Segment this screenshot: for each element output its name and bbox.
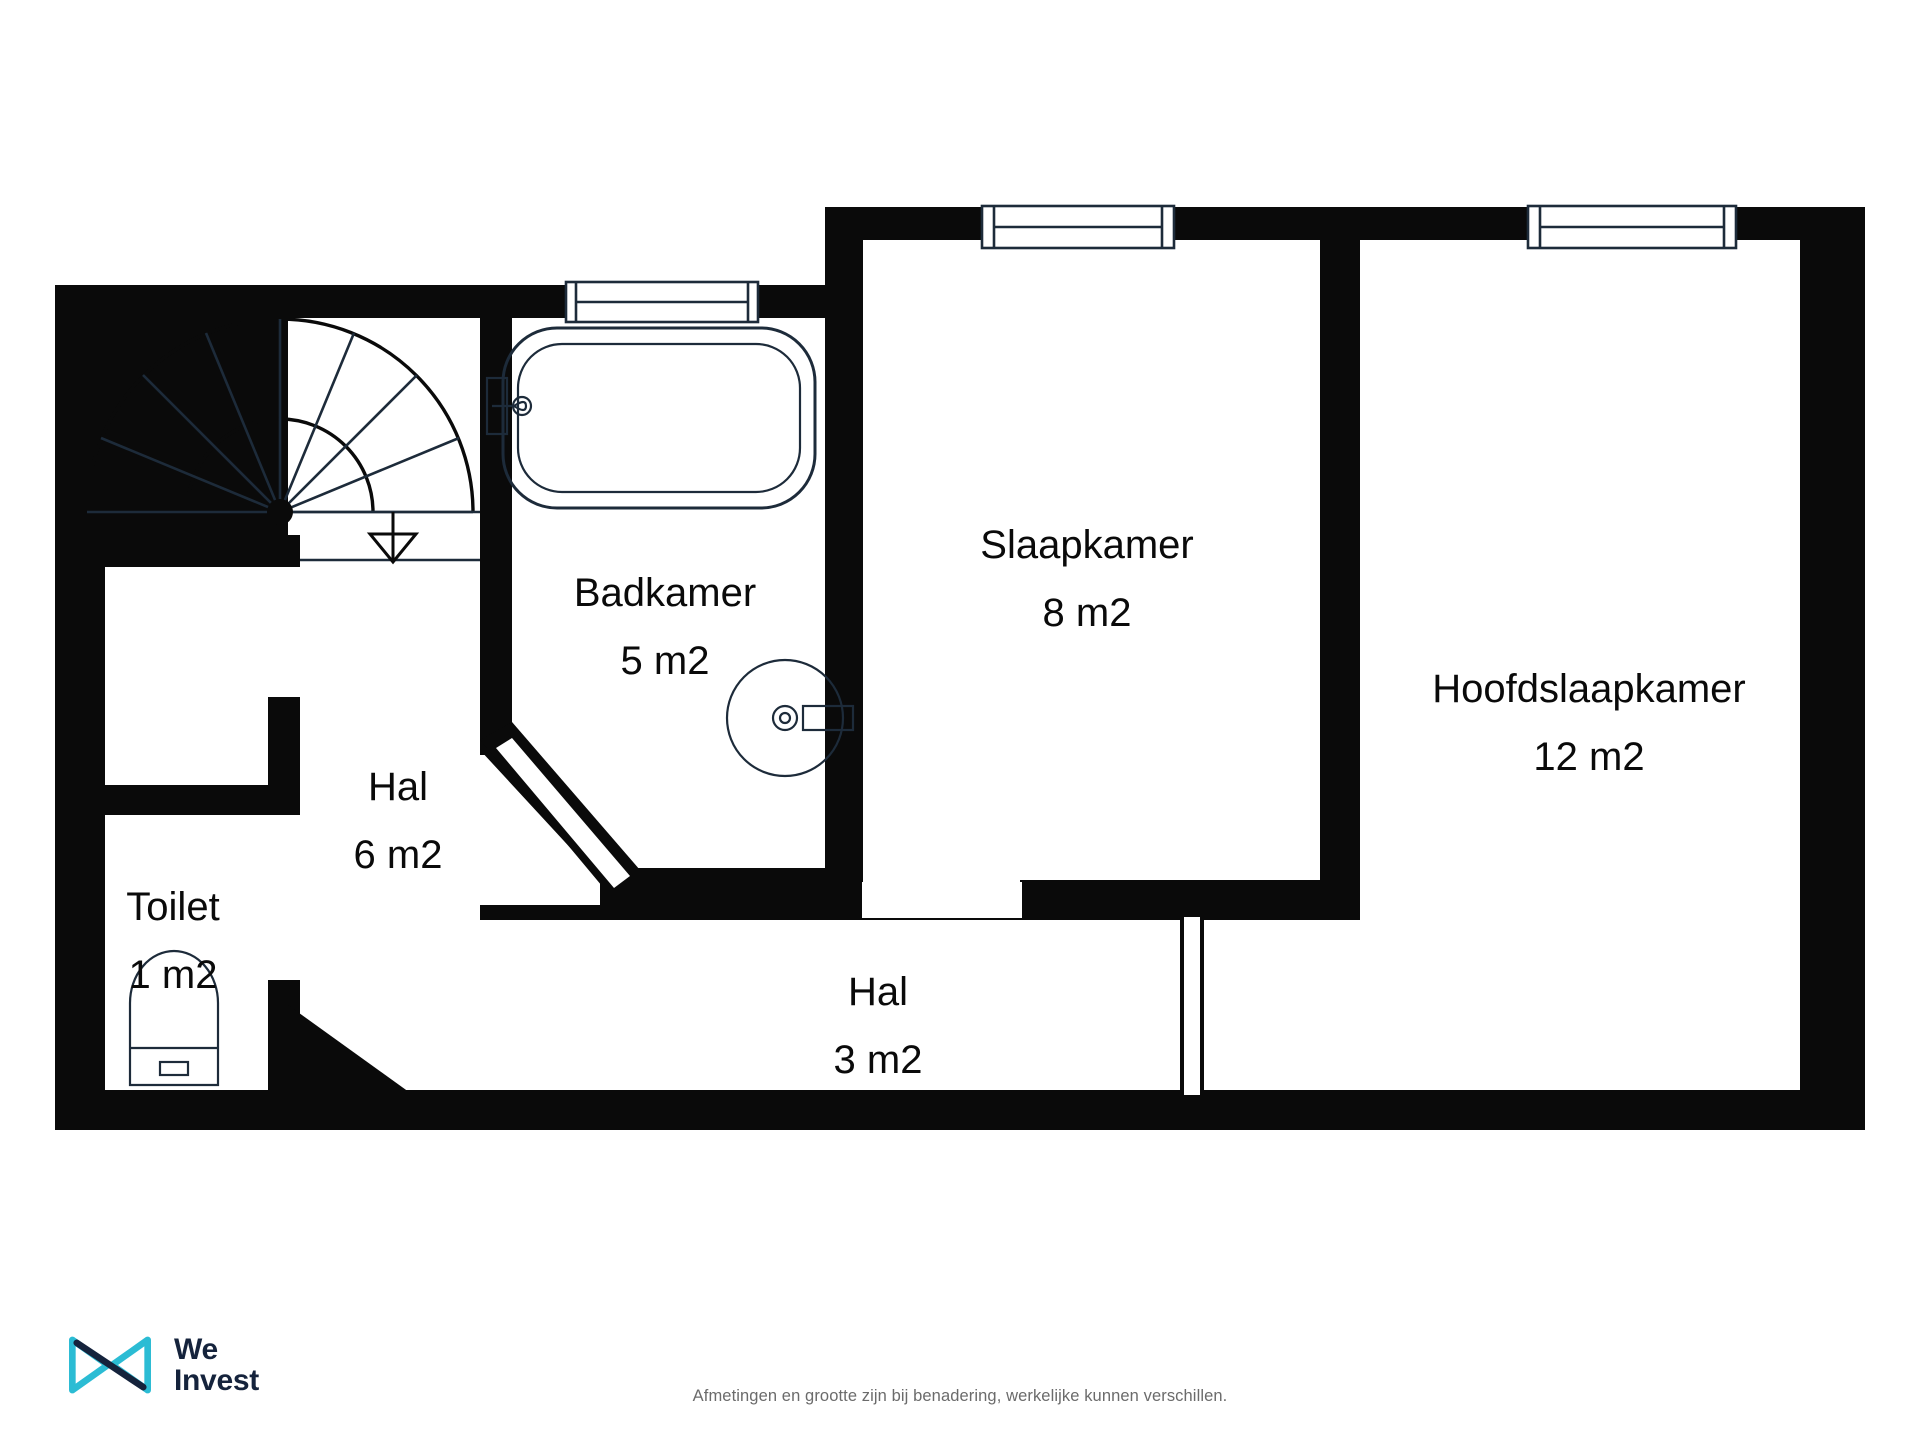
room-area-hal-upper: 6 m2: [354, 833, 443, 877]
room-toilet-interior: [82, 800, 268, 1090]
we-invest-mark-icon: [69, 1336, 151, 1394]
walls-layer: [55, 207, 1865, 1130]
partition-slaapkamer-hoofd: [1320, 207, 1360, 920]
room-name-hal-upper: Hal: [368, 765, 428, 809]
staircase-winder: [85, 317, 480, 565]
room-labels-layer: Toilet 1 m2 Hal 6 m2 Badkamer 5 m2 Slaap…: [126, 523, 1745, 1082]
washbasin-faucet: [801, 704, 855, 732]
fixture-washbasin: [725, 658, 855, 778]
stair-newel-post: [267, 499, 293, 525]
brand-logo: We Invest: [62, 1328, 259, 1402]
room-hal-lower-interior-2: [288, 920, 1838, 1100]
toilet-flush-button: [158, 1060, 190, 1077]
room-label-hal-lower: Hal 3 m2: [834, 970, 923, 1082]
room-label-hoofdslaapkamer: Hoofdslaapkamer 12 m2: [1432, 667, 1746, 779]
room-area-hal-lower: 3 m2: [834, 1038, 923, 1082]
toilet-bowl-outline: [128, 949, 220, 1087]
room-name-slaapkamer: Slaapkamer: [980, 523, 1193, 567]
partition-storage-toilet: [82, 785, 300, 815]
window-badkamer: [564, 280, 760, 324]
wall-right-exterior: [1800, 207, 1865, 1130]
washbasin-drain-outer: [771, 704, 799, 732]
washbasin-drain-inner: [778, 711, 792, 725]
partition-badkamer-bottom: [600, 868, 862, 900]
window-hoofdslaapkamer: [1526, 204, 1738, 250]
door-opening-slaapkamer: [862, 882, 1022, 918]
room-name-hal-lower: Hal: [848, 970, 908, 1014]
room-interiors: [82, 240, 1838, 1100]
fixture-toilet-bowl: [128, 949, 220, 1087]
mark-cross-stroke: [73, 1339, 147, 1391]
room-name-badkamer: Badkamer: [574, 571, 756, 615]
room-name-toilet: Toilet: [126, 885, 219, 929]
wall-left-exterior: [55, 285, 105, 1127]
brand-line-invest: Invest: [174, 1364, 259, 1397]
window-slaapkamer: [980, 204, 1176, 250]
bathtub-outline: [501, 326, 817, 510]
wall-chamfer-lower-left: [288, 1005, 420, 1100]
brand-wordmark: We Invest: [174, 1332, 259, 1397]
bathtub-inner-rim: [516, 342, 802, 494]
washbasin-bowl: [725, 658, 845, 778]
partition-badkamer-slaapkamer: [825, 207, 863, 900]
door-openings: [268, 567, 1200, 1095]
partition-hal-badkamer: [480, 285, 512, 755]
stair-direction-arrow-down: [366, 512, 420, 565]
room-area-slaapkamer: 8 m2: [1043, 591, 1132, 635]
room-name-hoofdslaapkamer: Hoofdslaapkamer: [1432, 667, 1746, 711]
brand-line-we: We: [174, 1332, 218, 1366]
room-area-hoofdslaapkamer: 12 m2: [1533, 735, 1644, 779]
room-storage-interior: [82, 535, 268, 785]
room-label-badkamer: Badkamer 5 m2: [574, 571, 756, 683]
room-badkamer-interior: [492, 318, 825, 880]
door-opening-storage: [268, 567, 300, 697]
windows-layer: [564, 204, 1738, 324]
door-opening-badkamer-diagonal: [496, 738, 630, 888]
room-hal-upper-interior-2: [288, 318, 480, 1020]
wall-bottom-exterior: [55, 1090, 1865, 1130]
fixture-bathtub: [485, 326, 817, 510]
door-opening-toilet: [268, 815, 300, 980]
room-slaapkamer-interior: [862, 240, 1320, 900]
door-opening-hoofdslaapkamer: [1184, 917, 1200, 1095]
room-label-hal-upper: Hal 6 m2: [354, 765, 443, 877]
disclaimer-text: Afmetingen en grootte zijn bij benaderin…: [692, 1387, 1228, 1405]
room-area-badkamer: 5 m2: [621, 639, 710, 683]
room-area-toilet: 1 m2: [129, 953, 218, 997]
bathtub-tap: [492, 400, 528, 412]
bathtub-tap-knob: [511, 395, 533, 417]
page-footer: We Invest Afmetingen en grootte zijn bij…: [0, 1270, 1920, 1440]
stair-treads: [87, 319, 473, 514]
room-label-toilet: Toilet 1 m2: [126, 885, 219, 997]
room-label-slaapkamer: Slaapkamer 8 m2: [980, 523, 1193, 635]
partition-slaapkamer-bottom: [1020, 880, 1322, 920]
